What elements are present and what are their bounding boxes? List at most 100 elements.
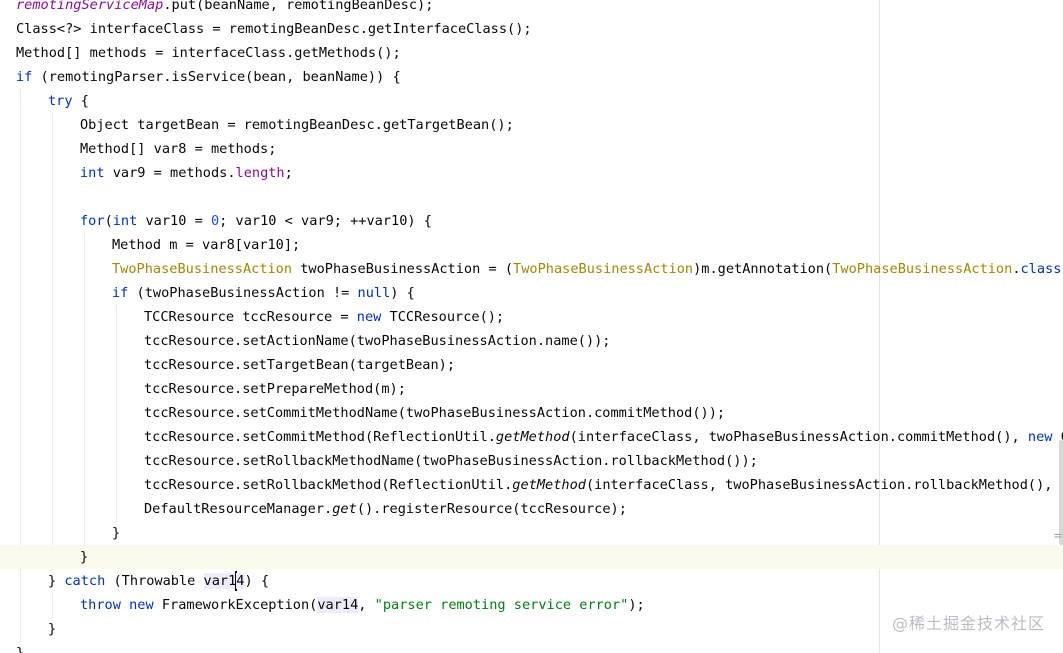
code-token: tccResource.setRollbackMethodName(twoPha…	[144, 453, 758, 469]
code-token: ) {	[390, 285, 415, 301]
code-token: TwoPhaseBusinessAction	[112, 261, 293, 277]
code-token: tccResource.setCommitMethodName(twoPhase…	[144, 405, 726, 421]
code-line[interactable]: tccResource.setCommitMethodName(twoPhase…	[0, 401, 1063, 425]
code-token: Method m = var8[var10];	[112, 237, 301, 253]
code-line[interactable]: }	[0, 641, 1063, 653]
code-token: }	[48, 573, 65, 589]
code-line[interactable]: tccResource.setRollbackMethod(Reflection…	[0, 473, 1063, 497]
code-token: ; var10 < var9; ++var10) {	[219, 213, 432, 229]
code-token: Method[] var8 = methods;	[80, 141, 277, 157]
code-token: ) {	[244, 573, 270, 589]
right-margin-guide	[879, 0, 880, 653]
scrollbar-thumb[interactable]	[1059, 440, 1063, 545]
code-line[interactable]: Method[] methods = interfaceClass.getMet…	[0, 41, 1063, 65]
code-token: var14	[317, 597, 359, 613]
code-line[interactable]: Object targetBean = remotingBeanDesc.get…	[0, 113, 1063, 137]
code-token: DefaultResourceManager.	[144, 501, 333, 517]
code-token: TwoPhaseBusinessAction	[832, 261, 1013, 277]
indent-guide	[116, 305, 117, 521]
code-token	[121, 597, 129, 613]
code-line[interactable]: tccResource.setRollbackMethodName(twoPha…	[0, 449, 1063, 473]
code-line[interactable]: }	[0, 617, 1063, 641]
code-line[interactable]: try {	[0, 89, 1063, 113]
code-token: tccResource.setPrepareMethod(m);	[144, 381, 406, 397]
code-token: length	[235, 165, 285, 181]
code-token: )m.getAnnotation(	[693, 261, 833, 277]
code-token: getMethod	[512, 477, 586, 493]
code-token: ().registerResource(tccResource);	[356, 501, 627, 517]
code-token: null	[357, 285, 391, 301]
code-line[interactable]: throw new FrameworkException(var14, "par…	[0, 593, 1063, 617]
code-token: Object targetBean = remotingBeanDesc.get…	[80, 117, 514, 133]
code-token: throw	[80, 597, 121, 613]
code-line[interactable]	[0, 185, 1063, 209]
code-token: TCCResource tccResource =	[144, 309, 357, 325]
code-token: new	[1027, 429, 1053, 445]
code-token: tccResource.setCommitMethod(ReflectionUt…	[144, 429, 496, 445]
code-line[interactable]: Method[] var8 = methods;	[0, 137, 1063, 161]
code-token: if	[112, 285, 129, 301]
code-token: var10 =	[137, 213, 211, 229]
code-line[interactable]: tccResource.setPrepareMethod(m);	[0, 377, 1063, 401]
code-line[interactable]: int var9 = methods.length;	[0, 161, 1063, 185]
code-token: new	[129, 597, 154, 613]
code-token: 4	[236, 573, 245, 589]
indent-guide	[52, 113, 53, 569]
code-token: ;	[284, 165, 293, 181]
gutter-marker: =	[1054, 529, 1062, 544]
indent-guide	[84, 233, 85, 545]
code-line[interactable]: Method m = var8[var10];	[0, 233, 1063, 257]
code-token: }	[80, 549, 89, 565]
code-token: for	[80, 213, 105, 229]
code-token: (remotingParser.isService(bean, beanName…	[32, 69, 401, 85]
code-line[interactable]: remotingServiceMap.put(beanName, remotin…	[0, 0, 1063, 17]
code-token: int	[112, 213, 138, 229]
code-line[interactable]: } catch (Throwable var14) {	[0, 569, 1063, 593]
code-token: "parser remoting service error"	[374, 597, 629, 613]
code-token: {	[72, 93, 89, 109]
code-token: new	[356, 309, 382, 325]
code-line[interactable]: TCCResource tccResource = new TCCResourc…	[0, 305, 1063, 329]
code-line[interactable]: Class<?> interfaceClass = remotingBeanDe…	[0, 17, 1063, 41]
code-line[interactable]: tccResource.setActionName(twoPhaseBusine…	[0, 329, 1063, 353]
code-line[interactable]: tccResource.setTargetBean(targetBean);	[0, 353, 1063, 377]
code-token: }	[16, 645, 25, 653]
code-token: tccResource.setActionName(twoPhaseBusine…	[144, 333, 611, 349]
code-line[interactable]: }	[0, 521, 1063, 545]
watermark: @稀土掘金技术社区	[891, 614, 1045, 633]
code-token: if	[16, 69, 33, 85]
code-token: );	[1061, 261, 1063, 277]
code-line[interactable]: TwoPhaseBusinessAction twoPhaseBusinessA…	[0, 257, 1063, 281]
code-token: }	[112, 525, 121, 541]
code-token: catch	[64, 573, 106, 589]
code-token: .put(beanName, remotingBeanDesc);	[163, 0, 434, 13]
code-token: (	[104, 213, 113, 229]
code-token: var9 = methods.	[104, 165, 236, 181]
code-token: Class<?> interfaceClass = remotingBeanDe…	[16, 21, 532, 37]
code-line[interactable]: DefaultResourceManager.get().registerRes…	[0, 497, 1063, 521]
code-token: FrameworkException(	[153, 597, 318, 613]
code-token: (twoPhaseBusinessAction !=	[128, 285, 358, 301]
code-token: twoPhaseBusinessAction = (	[292, 261, 514, 277]
code-token: (interfaceClass, twoPhaseBusinessAction.…	[585, 477, 1061, 493]
code-token: tccResource.setTargetBean(targetBean);	[144, 357, 455, 373]
code-token: get	[332, 501, 357, 517]
code-token: getMethod	[495, 429, 570, 445]
code-token: int	[80, 165, 105, 181]
code-line[interactable]: for(int var10 = 0; var10 < var9; ++var10…	[0, 209, 1063, 233]
indent-guide	[20, 89, 21, 641]
code-line[interactable]: tccResource.setCommitMethod(ReflectionUt…	[0, 425, 1063, 449]
code-token: );	[628, 597, 645, 613]
code-token: class	[1020, 261, 1062, 277]
code-token: (Throwable	[105, 573, 204, 589]
code-token: try	[48, 93, 73, 109]
code-token: Cla	[1052, 429, 1063, 445]
code-token: ,	[358, 597, 375, 613]
code-line[interactable]: if (twoPhaseBusinessAction != null) {	[0, 281, 1063, 305]
code-token: .	[1012, 261, 1021, 277]
code-line[interactable]: if (remotingParser.isService(bean, beanN…	[0, 65, 1063, 89]
code-line[interactable]: }	[0, 545, 1063, 569]
code-token: (interfaceClass, twoPhaseBusinessAction.…	[569, 429, 1028, 445]
code-token: }	[48, 621, 57, 637]
